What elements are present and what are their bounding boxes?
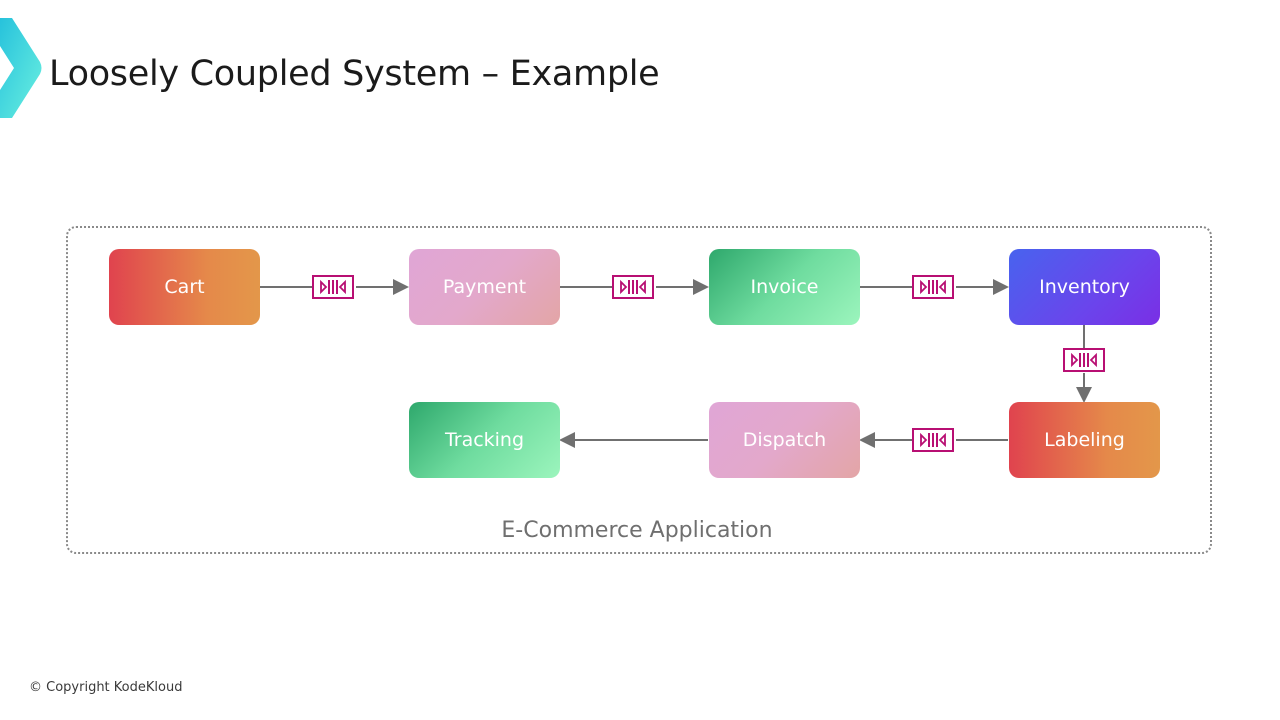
slide-title: Loosely Coupled System – Example bbox=[49, 54, 660, 94]
message-queue-icon bbox=[612, 275, 654, 299]
node-label: Invoice bbox=[750, 276, 819, 298]
node-label: Payment bbox=[442, 276, 527, 298]
message-queue-icon bbox=[312, 275, 354, 299]
node-cart: Cart bbox=[109, 249, 260, 325]
node-label: Cart bbox=[164, 276, 205, 298]
message-queue-icon bbox=[912, 428, 954, 452]
kodekloud-logo-icon bbox=[0, 18, 42, 118]
container-label: E-Commerce Application bbox=[501, 518, 773, 543]
copyright-notice: © Copyright KodeKloud bbox=[29, 680, 183, 695]
node-label: Inventory bbox=[1039, 276, 1130, 298]
node-label: Tracking bbox=[444, 429, 525, 451]
ecommerce-application-boundary bbox=[66, 226, 1212, 554]
message-queue-icon bbox=[1063, 348, 1105, 372]
node-invoice: Invoice bbox=[709, 249, 860, 325]
node-dispatch: Dispatch bbox=[709, 402, 860, 478]
message-queue-icon bbox=[912, 275, 954, 299]
node-tracking: Tracking bbox=[409, 402, 560, 478]
node-inventory: Inventory bbox=[1009, 249, 1160, 325]
node-label: Labeling bbox=[1044, 429, 1125, 451]
node-payment: Payment bbox=[409, 249, 560, 325]
node-label: Dispatch bbox=[742, 429, 827, 451]
node-labeling: Labeling bbox=[1009, 402, 1160, 478]
